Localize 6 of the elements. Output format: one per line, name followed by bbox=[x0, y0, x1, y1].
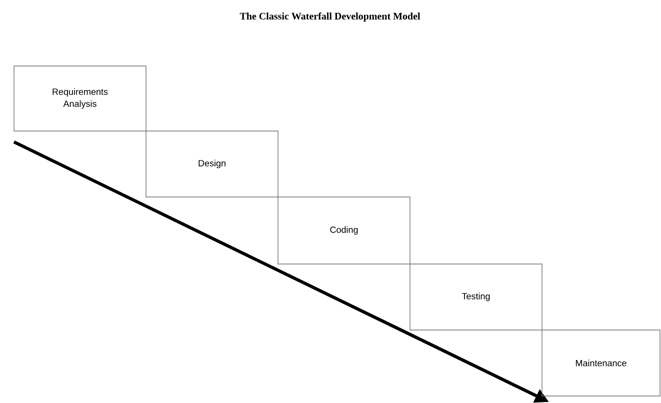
title: The Classic Waterfall Development Model bbox=[240, 12, 420, 22]
process-box: Coding bbox=[278, 196, 410, 264]
process-box: Testing bbox=[410, 264, 542, 330]
process-box: Design bbox=[146, 130, 278, 198]
process-box: Maintenance bbox=[542, 330, 660, 396]
process-box: Requirements Analysis bbox=[14, 66, 146, 132]
